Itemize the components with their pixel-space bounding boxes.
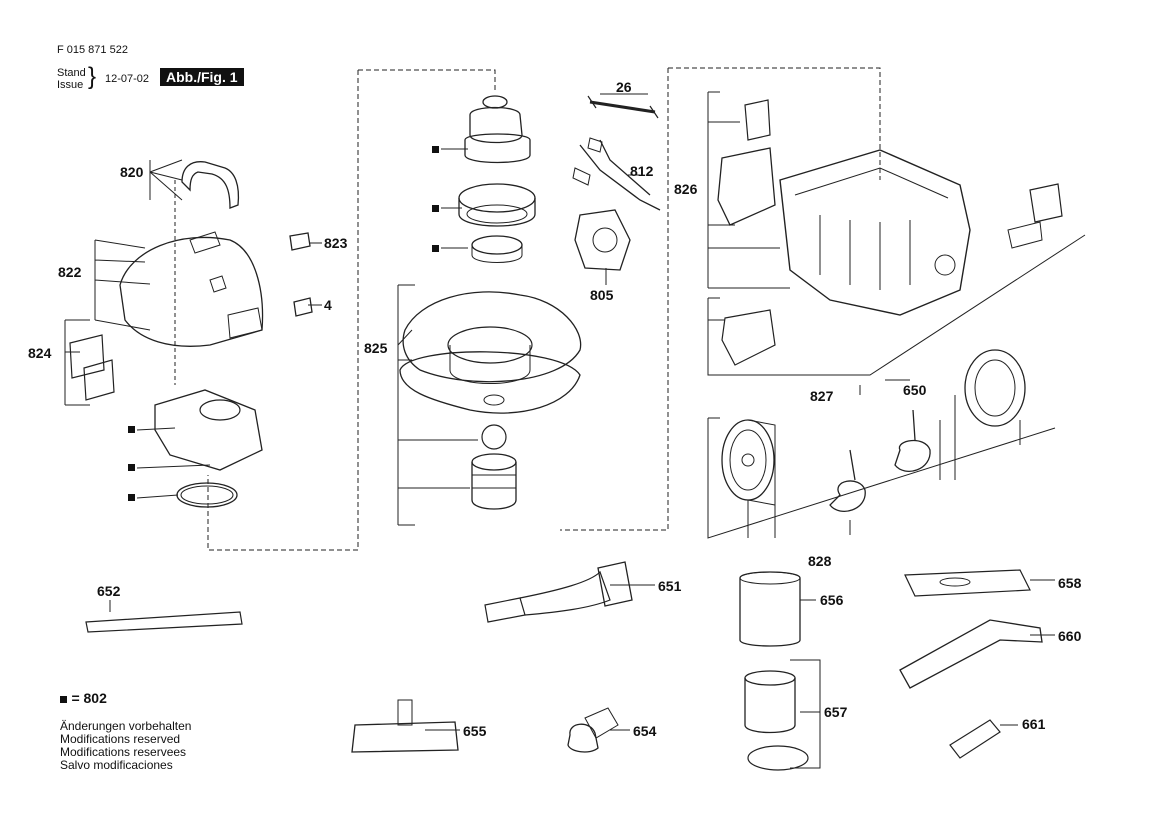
- bracket-824: [64, 319, 90, 406]
- document-number: F 015 871 522: [57, 44, 128, 56]
- bracket-827: [707, 234, 1086, 376]
- dashed-outline-motor: [358, 69, 496, 90]
- callout-820: 820: [120, 164, 144, 180]
- cartridge-filter-657: [744, 678, 796, 734]
- stand-label: Stand: [57, 67, 86, 79]
- bracket-825: [397, 284, 478, 526]
- callout-825: 825: [364, 340, 388, 356]
- callout-828: 828: [808, 553, 832, 569]
- note-line: Modifications reservees: [60, 745, 187, 759]
- marker-802-square: [128, 426, 135, 433]
- callout-655: 655: [463, 723, 487, 739]
- note-line: Salvo modificaciones: [60, 758, 173, 772]
- callout-658: 658: [1058, 575, 1082, 591]
- floor-nozzle-655: [351, 721, 459, 753]
- dashed-outline-middle: [560, 68, 669, 531]
- legend-802: = 802: [60, 690, 107, 708]
- marker-802-square: [432, 245, 439, 252]
- brace-glyph: }: [88, 63, 97, 90]
- callout-824: 824: [28, 345, 52, 361]
- callout-660: 660: [1058, 628, 1082, 644]
- brush-nozzle-654: [567, 723, 599, 753]
- bracket-826: [707, 91, 790, 289]
- note-line: Modifications reserved: [60, 732, 181, 746]
- callout-657: 657: [824, 704, 848, 720]
- callout-26: 26: [616, 79, 632, 95]
- callout-812: 812: [630, 163, 654, 179]
- callout-650: 650: [903, 382, 927, 398]
- callout-661: 661: [1022, 716, 1046, 732]
- handle-part: [181, 161, 240, 209]
- callout-826: 826: [674, 181, 698, 197]
- note-line: Änderungen vorbehalten: [60, 719, 192, 733]
- marker-802-square: [128, 464, 135, 471]
- lid-part: [119, 236, 264, 347]
- marker-802-square: [432, 146, 439, 153]
- callout-805: 805: [590, 287, 614, 303]
- extension-tube-652: [85, 611, 243, 633]
- filter-bag-flat-658: [904, 569, 1031, 597]
- bracket-820: [149, 159, 183, 201]
- issue-date: 12-07-02: [105, 73, 150, 85]
- marker-802-square: [128, 494, 135, 501]
- dashed-outline-container: [668, 67, 881, 180]
- bracket-828: [707, 395, 1056, 539]
- legend-square-marker: [60, 696, 67, 703]
- bracket-822: [94, 239, 151, 331]
- callout-4: 4: [324, 297, 332, 313]
- adapter-661: [949, 719, 1001, 759]
- dashed-outline-left: [207, 70, 359, 551]
- filter-bag-656: [739, 571, 801, 647]
- callout-654: 654: [633, 723, 657, 739]
- issue-label: Issue: [57, 79, 84, 91]
- legend-802-text: = 802: [71, 690, 107, 706]
- callout-656: 656: [820, 592, 844, 608]
- legend-notes: Änderungen vorbehalten Modifications res…: [60, 720, 191, 772]
- callout-651: 651: [658, 578, 682, 594]
- callout-823: 823: [324, 235, 348, 251]
- crevice-nozzle-660: [899, 619, 1043, 689]
- marker-802-square: [432, 205, 439, 212]
- callout-827: 827: [810, 388, 834, 404]
- callout-822: 822: [58, 264, 82, 280]
- figure-label: Abb./Fig. 1: [160, 68, 244, 86]
- bracket-657: [790, 659, 821, 769]
- callout-652: 652: [97, 583, 121, 599]
